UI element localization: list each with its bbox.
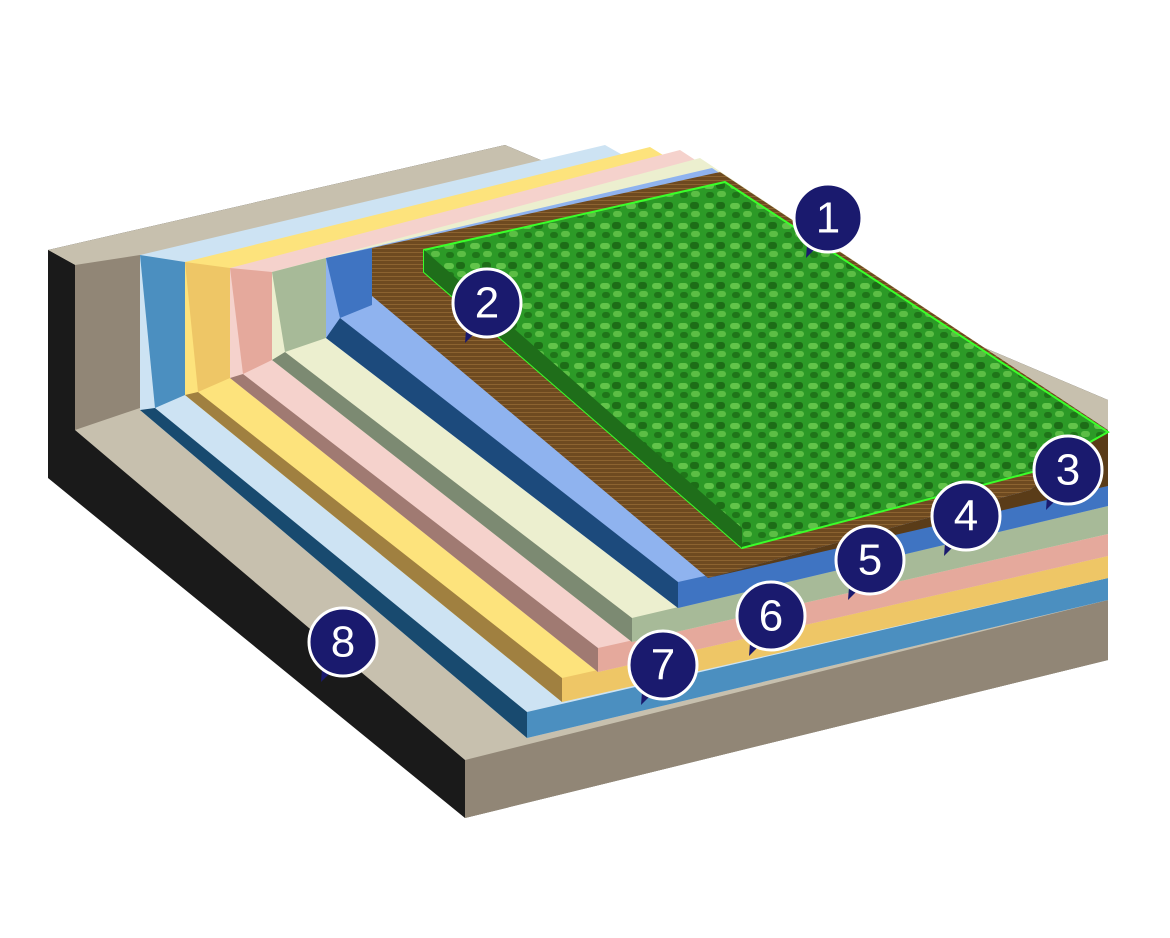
callout-bubble — [451, 267, 523, 339]
callout-4: 4 — [930, 480, 1002, 556]
callout-number: 2 — [475, 279, 499, 328]
callout-number: 5 — [858, 536, 882, 585]
callout-number: 6 — [759, 592, 783, 641]
callout-8: 8 — [307, 606, 379, 682]
callout-bubble — [1032, 434, 1104, 506]
callout-3: 3 — [1032, 434, 1104, 510]
callout-bubble — [930, 480, 1002, 552]
callout-number: 3 — [1056, 446, 1080, 495]
callout-number: 4 — [954, 492, 978, 541]
callout-bubble — [834, 524, 906, 596]
callout-2: 2 — [451, 267, 523, 343]
callout-number: 8 — [331, 618, 355, 667]
callout-1: 1 — [792, 182, 864, 258]
callout-bubble — [792, 182, 864, 254]
callout-7: 7 — [627, 629, 699, 705]
callout-number: 7 — [651, 641, 675, 690]
callout-bubble — [307, 606, 379, 678]
callout-number: 1 — [816, 194, 840, 243]
callout-bubble — [735, 580, 807, 652]
callout-5: 5 — [834, 524, 906, 600]
callout-bubble — [627, 629, 699, 701]
callout-6: 6 — [735, 580, 807, 656]
